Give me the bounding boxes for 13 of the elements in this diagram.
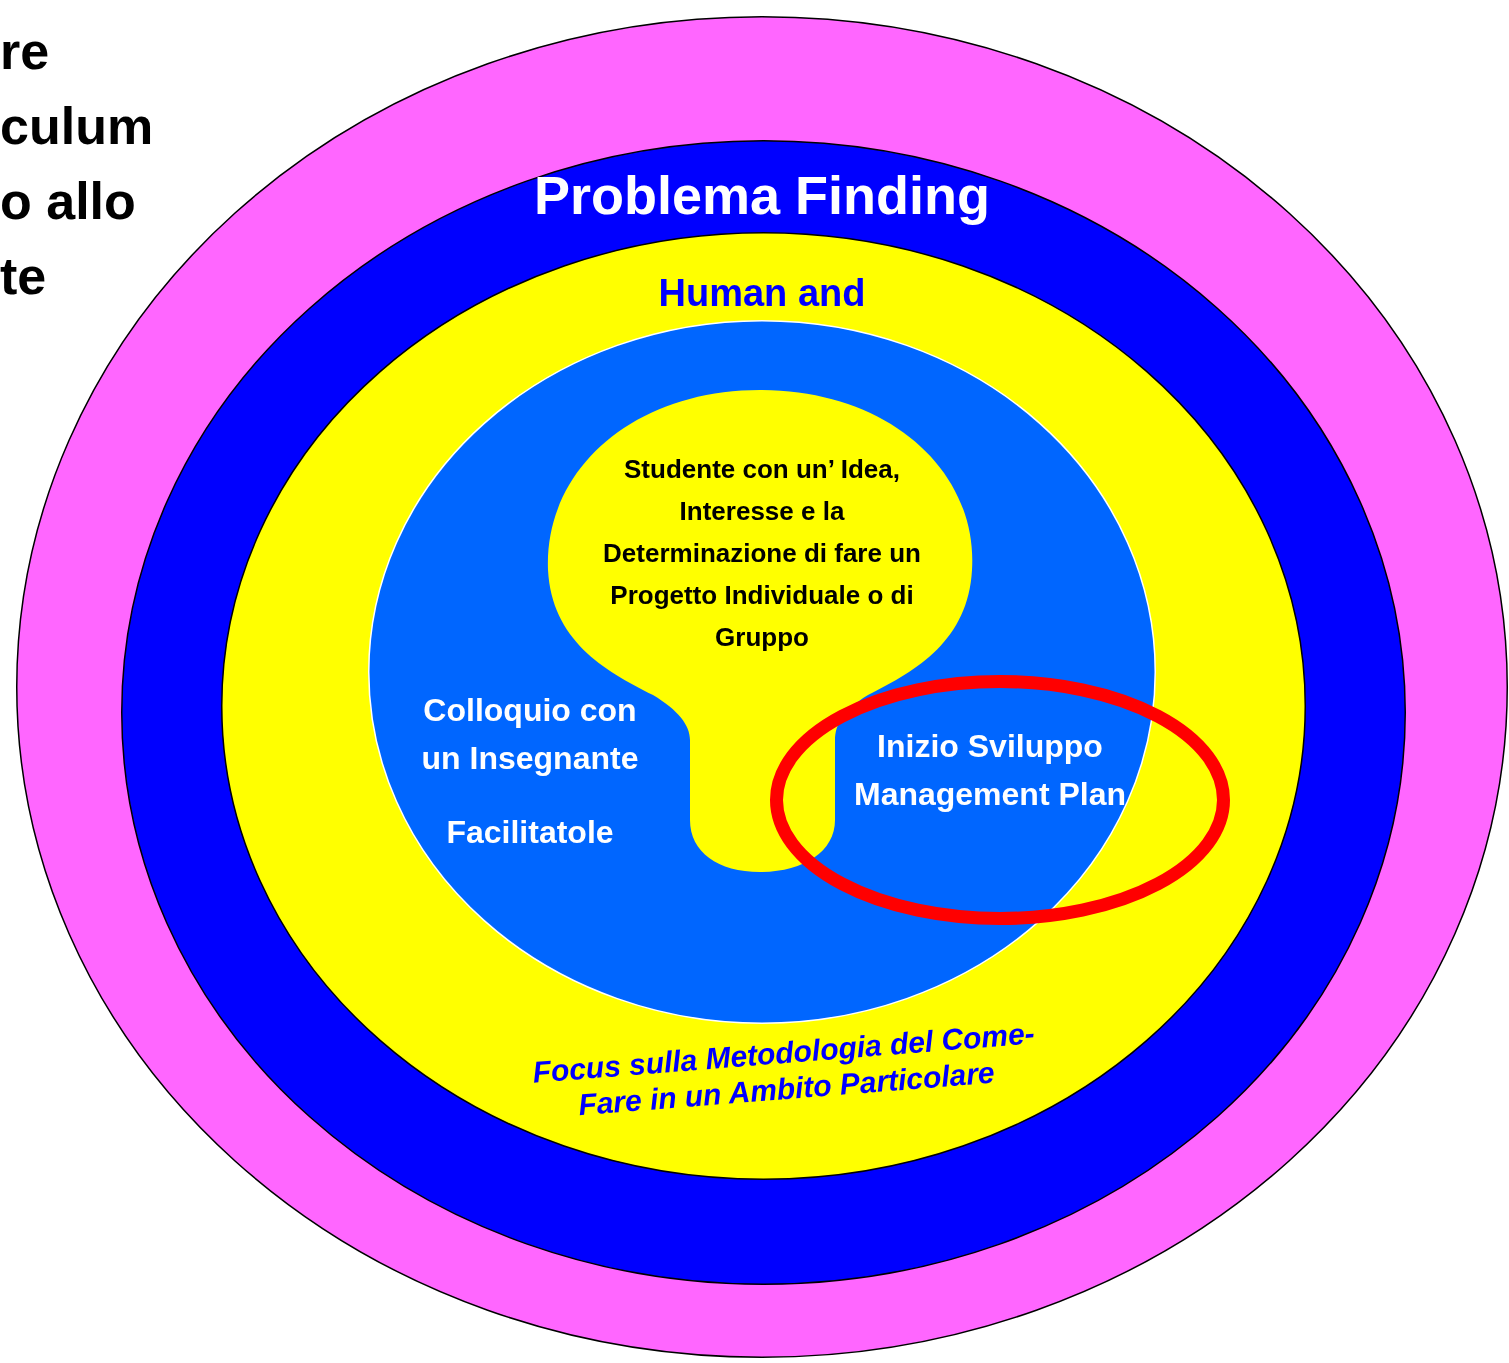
area-label: Colloquio con un Insegnante bbox=[420, 691, 640, 778]
text-fragment: re bbox=[0, 22, 50, 82]
ellipse-band bbox=[221, 232, 1306, 1180]
band-label: Focus sulla Metodologia del Come-Fare in un Ambito Particolare bbox=[530, 1015, 1037, 1124]
keyhole-text: Studente con un’ Idea, Interesse e la Determinazione di fare un Progetto Individuale o di Gruppo bbox=[602, 453, 922, 655]
highlight-ellipse bbox=[770, 675, 1230, 925]
area-label: Facilitatole bbox=[445, 813, 615, 852]
highlight-text: Inizio Sviluppo Management Plan bbox=[852, 727, 1128, 814]
text-fragment: o allo bbox=[0, 172, 136, 232]
text-fragment: culum bbox=[0, 97, 154, 157]
ellipse-area bbox=[368, 320, 1156, 1024]
text-fragment: te bbox=[0, 247, 47, 307]
band-label: Human and bbox=[657, 272, 867, 316]
